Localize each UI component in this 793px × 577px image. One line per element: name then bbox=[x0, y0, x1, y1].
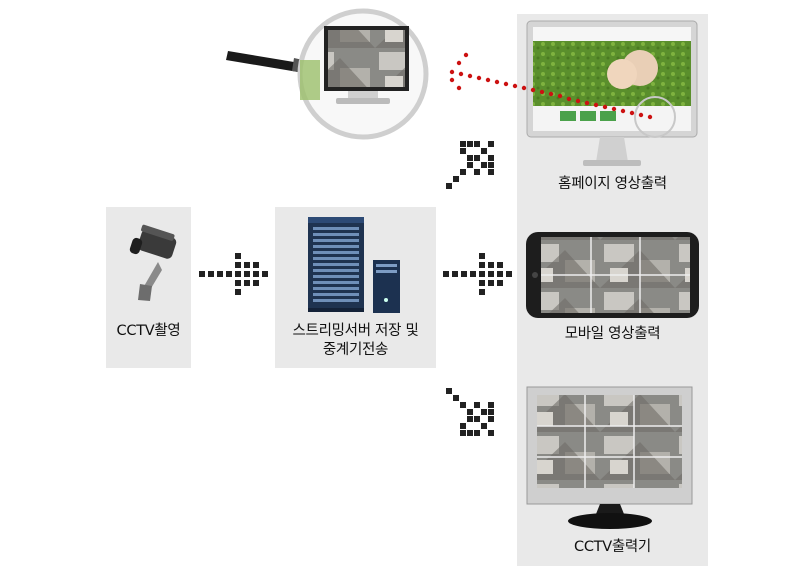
camera-label: CCTV촬영 bbox=[116, 323, 181, 339]
homepage-label: 홈페이지 영상출력 bbox=[558, 176, 667, 192]
zoom-dotted-line bbox=[449, 52, 653, 120]
arrow-camera-to-server bbox=[199, 253, 268, 295]
lcd-monitor-icon bbox=[526, 386, 693, 529]
server-label-line1: 스트리밍서버 저장 및 bbox=[292, 323, 419, 339]
server-label-line2: 중계기전송 bbox=[322, 342, 389, 358]
server-rack-icon bbox=[308, 217, 364, 312]
arrow-to-homepage bbox=[446, 141, 494, 189]
pc-tower-icon bbox=[373, 260, 400, 313]
arrow-to-cctv-monitor bbox=[446, 388, 494, 436]
monitor-label: CCTV출력기 bbox=[574, 539, 651, 555]
magnifier-icon bbox=[226, 8, 429, 140]
mobile-label: 모바일 영상출력 bbox=[564, 326, 661, 342]
cctv-camera-icon bbox=[129, 224, 177, 301]
desktop-monitor-icon bbox=[526, 20, 698, 166]
smartphone-icon bbox=[526, 232, 699, 318]
arrow-server-to-mobile bbox=[443, 253, 512, 295]
